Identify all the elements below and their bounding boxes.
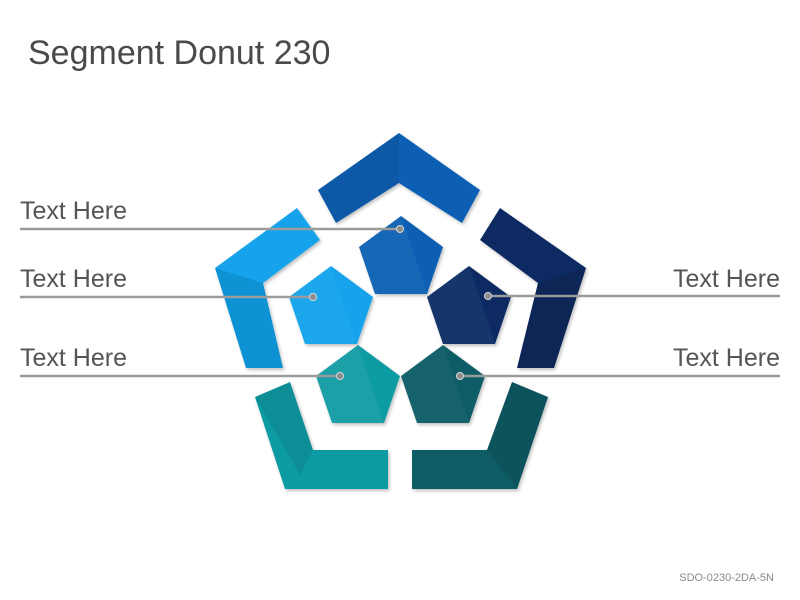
leader-dot-right-bottom	[456, 372, 464, 380]
slide-title: Segment Donut 230	[28, 34, 331, 72]
leader-dot-left-top	[396, 225, 404, 233]
label-right-bottom: Text Here	[673, 344, 780, 372]
label-left-top: Text Here	[20, 197, 127, 225]
product-code: SDO-0230-2DA-5N	[679, 572, 774, 584]
leader-dot-left-bottom	[336, 372, 344, 380]
label-left-bottom: Text Here	[20, 344, 127, 372]
label-right-middle: Text Here	[673, 265, 780, 293]
leader-dot-right-middle	[484, 292, 492, 300]
leader-dot-left-middle	[309, 293, 317, 301]
label-left-middle: Text Here	[20, 265, 127, 293]
